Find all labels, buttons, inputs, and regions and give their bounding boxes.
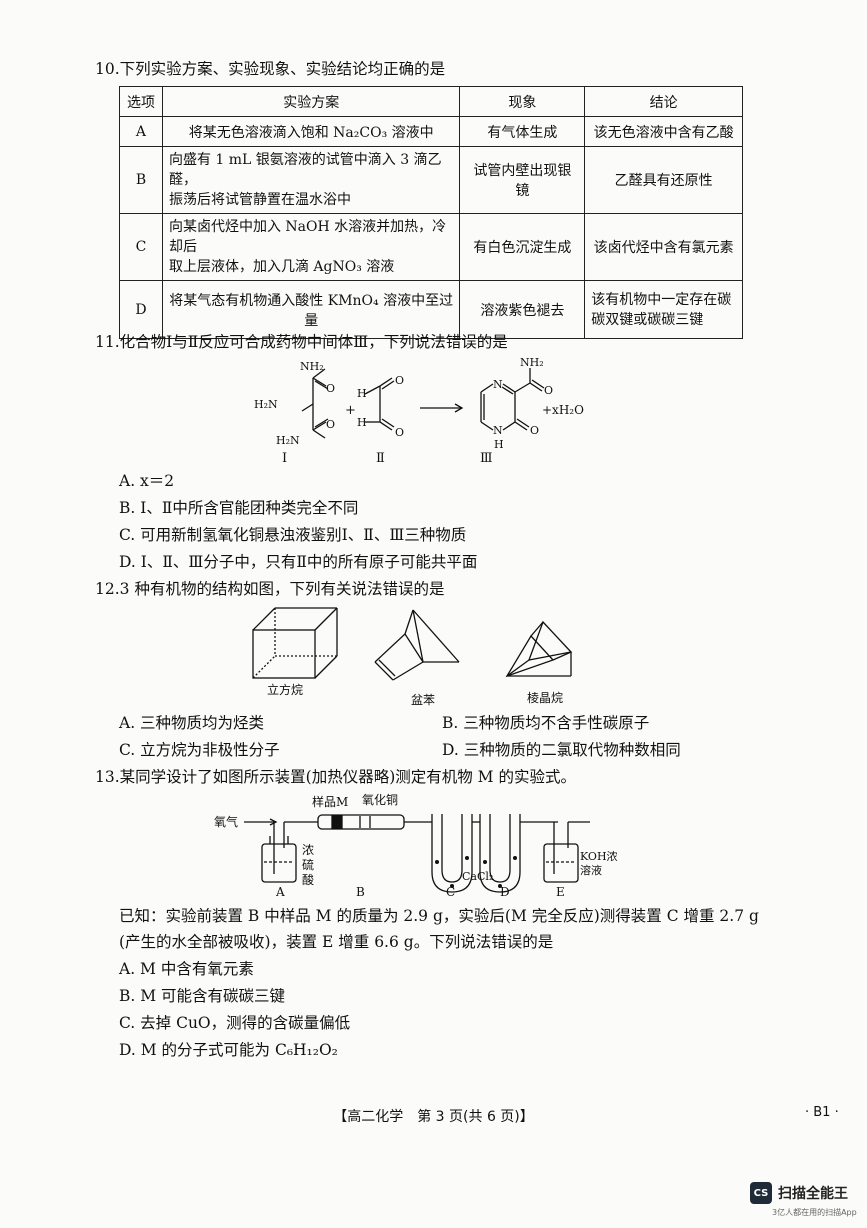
q12-stem: 12.3 种有机物的结构如图，下列有关说法错误的是 [95, 580, 445, 598]
apparatus-label-c: C [446, 885, 455, 899]
apparatus-label-e: E [556, 885, 565, 899]
row-option: C [119, 213, 163, 281]
row-plan-line: 向盛有 1 mL 银氨溶液的试管中滴入 3 滴乙醛， [168, 152, 442, 188]
q12-option-c: C. 立方烷为非极性分子 [119, 741, 280, 759]
q11-option-d: D. Ⅰ、Ⅱ、Ⅲ分子中，只有Ⅱ中的所有原子可能共平面 [119, 553, 478, 571]
header-option: 选项 [119, 86, 163, 117]
q13-apparatus: 氧气 样品M 氧化铜 浓 硫 酸 CaCl₂ KOH浓 溶液 A B C D E [214, 792, 618, 899]
q12-option-b: B. 三种物质均不含手性碳原子 [442, 714, 650, 732]
header-plan: 实验方案 [161, 86, 461, 117]
label-o: O [544, 384, 553, 397]
label-h: H [357, 416, 367, 429]
q12-structures: 立方烷 盆苯 棱晶烷 [252, 607, 573, 707]
q11-option-c: C. 可用新制氢氧化铜悬浊液鉴别Ⅰ、Ⅱ、Ⅲ三种物质 [119, 526, 467, 544]
apparatus-label-b: B [356, 885, 365, 899]
label-oxygen: 氧气 [214, 814, 238, 829]
q10-stem: 10.下列实验方案、实验现象、实验结论均正确的是 [95, 60, 446, 78]
label-h2n: H₂N [254, 398, 278, 411]
q11-option-b: B. Ⅰ、Ⅱ中所含官能团种类完全不同 [119, 499, 359, 517]
label-acid: 浓 [302, 843, 314, 857]
compound-label: Ⅱ [376, 451, 385, 466]
row-phenomenon: 溶液紫色褪去 [459, 280, 586, 339]
row-conclusion: 该卤代烃中含有氯元素 [584, 213, 743, 281]
row-plan-line: 取上层液体，加入几滴 AgNO₃ 溶液 [168, 259, 395, 275]
header-phenomenon: 现象 [459, 86, 586, 117]
row-plan: 将某气态有机物通入酸性 KMnO₄ 溶液中至过量 [161, 280, 461, 339]
label-water: +xH₂O [542, 403, 584, 417]
table-header-row: 选项 实验方案 现象 结论 [119, 86, 743, 117]
table-row: B 向盛有 1 mL 银氨溶液的试管中滴入 3 滴乙醛， 振荡后将试管静置在温水浴… [119, 146, 743, 214]
label-cacl2: CaCl₂ [462, 870, 493, 883]
scanner-watermark: CS 扫描全能王 [750, 1182, 848, 1204]
label-acid: 酸 [302, 872, 314, 887]
label-acid: 硫 [302, 857, 314, 872]
header-conclusion: 结论 [584, 86, 743, 117]
apparatus-label-a: A [275, 885, 285, 899]
label-sample: 样品M [312, 794, 348, 809]
q11-stem: 11.化合物Ⅰ与Ⅱ反应可合成药物中间体Ⅲ，下列说法错误的是 [95, 333, 508, 351]
row-conclusion: 该无色溶液中含有乙酸 [584, 116, 743, 147]
row-plan-line: 振荡后将试管静置在温水浴中 [168, 192, 351, 208]
compound-label: Ⅰ [282, 451, 287, 466]
label-o: O [395, 426, 404, 439]
page-footer: 【高二化学 第 3 页(共 6 页)】 [333, 1109, 534, 1125]
q10-table: 选项 实验方案 现象 结论 A 将某无色溶液滴入饱和 Na₂CO₃ 溶液中 有气… [119, 86, 743, 339]
row-conclusion: 该有机物中一定存在碳碳双键或碳碳三键 [584, 280, 743, 339]
row-phenomenon: 有气体生成 [459, 116, 586, 147]
row-phenomenon: 试管内壁出现银镜 [459, 146, 586, 214]
row-plan: 向某卤代烃中加入 NaOH 水溶液并加热，冷却后取上层液体，加入几滴 AgNO₃… [161, 213, 461, 281]
label-o: O [326, 382, 335, 395]
q11-reaction-scheme: NH₂ O H₂N O H₂N + H O H O N NH₂ O N H O … [254, 356, 584, 466]
q13-option-d: D. M 的分子式可能为 C₆H₁₂O₂ [119, 1041, 338, 1059]
row-plan-line: 向某卤代烃中加入 NaOH 水溶液并加热，冷却后 [168, 219, 447, 255]
label-o: O [326, 418, 335, 431]
name-cubane: 立方烷 [267, 682, 303, 697]
q12-option-d: D. 三种物质的二氯取代物种数相同 [442, 741, 681, 759]
table-row: C 向某卤代烃中加入 NaOH 水溶液并加热，冷却后取上层液体，加入几滴 AgN… [119, 213, 743, 281]
label-n: N [493, 378, 503, 391]
row-conclusion-line: 碳双键或碳碳三键 [591, 311, 704, 328]
q13-option-b: B. M 可能含有碳碳三键 [119, 987, 286, 1005]
row-conclusion: 乙醛具有还原性 [584, 146, 743, 214]
name-prismane: 棱晶烷 [527, 690, 563, 705]
table-row: D 将某气态有机物通入酸性 KMnO₄ 溶液中至过量 溶液紫色褪去 该有机物中一… [119, 280, 743, 339]
scanner-tagline: 3亿人都在用的扫描App [772, 1208, 857, 1217]
label-koh: KOH浓 [580, 850, 618, 863]
label-cuo: 氧化铜 [362, 792, 398, 807]
compound-label: Ⅲ [480, 451, 493, 466]
label-nh2: NH₂ [300, 360, 324, 373]
table-row: A 将某无色溶液滴入饱和 Na₂CO₃ 溶液中 有气体生成 该无色溶液中含有乙酸 [119, 116, 743, 147]
label-koh: 溶液 [580, 863, 602, 877]
row-option: D [119, 280, 163, 339]
q13-stem: 13.某同学设计了如图所示装置(加热仪器略)测定有机物 M 的实验式。 [95, 768, 576, 786]
label-o: O [395, 374, 404, 387]
row-plan: 向盛有 1 mL 银氨溶液的试管中滴入 3 滴乙醛， 振荡后将试管静置在温水浴中 [161, 146, 461, 214]
label-n: N [493, 424, 503, 437]
row-phenomenon: 有白色沉淀生成 [459, 213, 586, 281]
row-option: B [119, 146, 163, 214]
label-h: H [494, 438, 504, 451]
q13-given-line2: (产生的水全部被吸收)，装置 E 增重 6.6 g。下列说法错误的是 [119, 933, 554, 951]
label-h: H [357, 387, 367, 400]
q13-option-a: A. M 中含有氧元素 [119, 960, 254, 978]
row-plan: 将某无色溶液滴入饱和 Na₂CO₃ 溶液中 [161, 116, 461, 147]
scanner-logo-icon: CS [750, 1182, 772, 1204]
name-benzvalene: 盆苯 [411, 693, 435, 707]
label-h2n: H₂N [276, 434, 300, 447]
row-conclusion-line: 该有机物中一定存在碳 [591, 291, 732, 308]
label-o: O [530, 424, 539, 437]
label-nh2: NH₂ [520, 356, 544, 369]
q13-option-c: C. 去掉 CuO，测得的含碳量偏低 [119, 1014, 351, 1032]
q13-given-line1: 已知：实验前装置 B 中样品 M 的质量为 2.9 g，实验后(M 完全反应)测… [119, 907, 759, 925]
row-option: A [119, 116, 163, 147]
apparatus-label-d: D [500, 885, 510, 899]
paper-code: · B1 · [805, 1105, 839, 1120]
plus-sign: + [345, 403, 356, 418]
q11-option-a: A. x＝2 [119, 472, 175, 490]
q12-option-a: A. 三种物质均为烃类 [119, 714, 265, 732]
scanner-name: 扫描全能王 [778, 1186, 848, 1202]
